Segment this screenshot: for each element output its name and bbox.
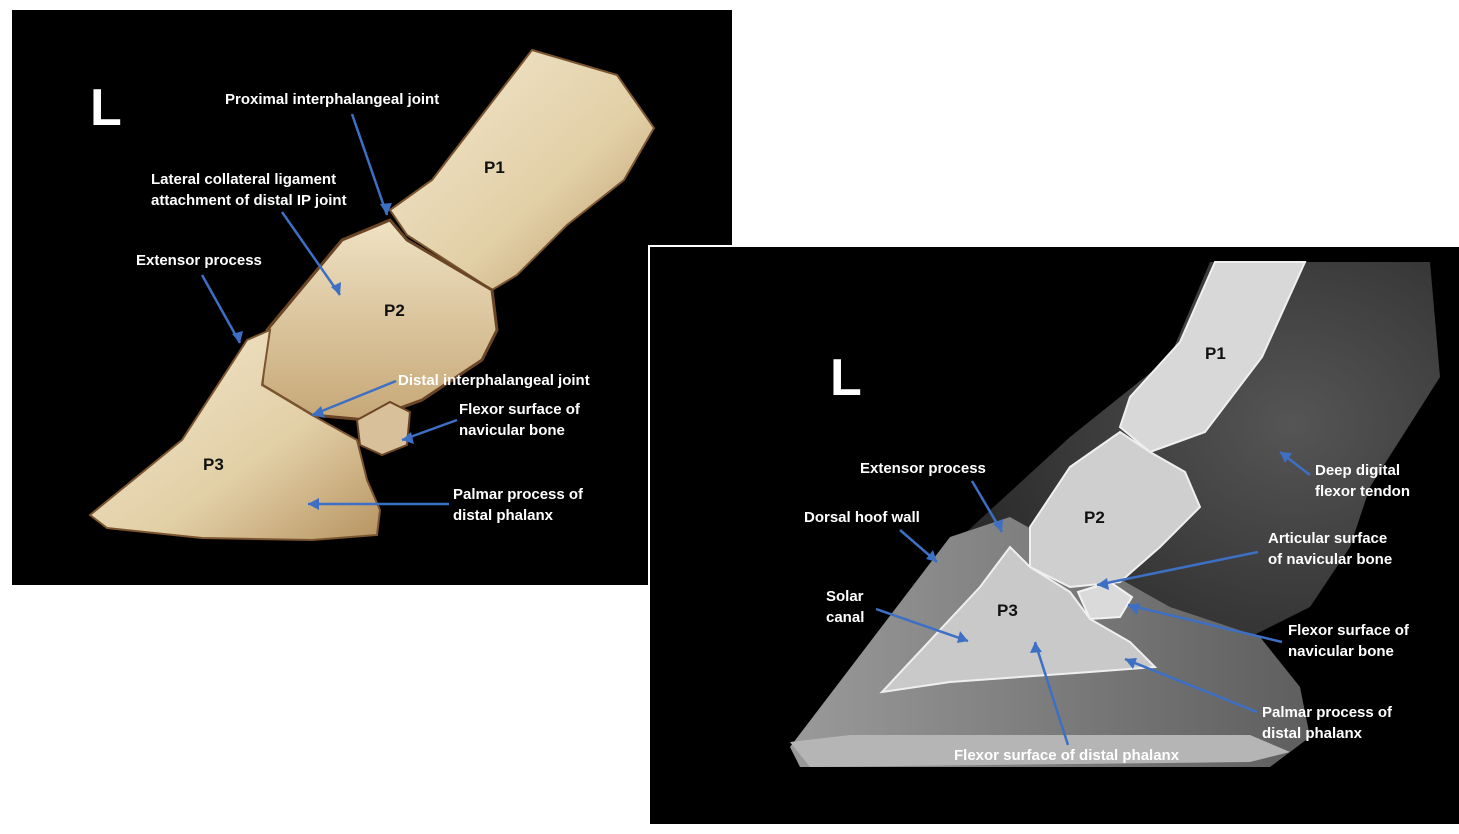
orientation-marker: L [830,349,862,407]
arrow-flexor-surface-navicular [1127,603,1283,644]
ct-bone-rendering [88,48,656,542]
label-solar-canal: Solar canal [826,588,865,626]
p2-radiograph-shape [1029,430,1202,589]
ct-arrowheads [232,203,414,510]
arrow-solar-canal [875,607,969,643]
label-extensor-process: Extensor process [860,460,986,477]
arrow-articular-surface-navicular [1096,550,1259,587]
bone-label-p1: P1 [484,158,505,177]
arrow-lateral-collateral [280,211,342,296]
arrow-distal-ip-joint [311,379,397,417]
bone-label-p3: P3 [997,601,1018,620]
p3-bone-shape [88,328,382,542]
ct-arrows [200,113,458,506]
label-flexor-surface-navicular: Flexor surface of navicular bone [459,401,580,439]
arrow-flexor-surface-distal-phalanx [1033,641,1070,746]
label-flexor-surface-distal-phalanx: Flexor surface of distal phalanx [954,747,1180,764]
label-extensor-process: Extensor process [136,252,262,269]
label-palmar-process: Palmar process of distal phalanx [1262,704,1393,742]
orientation-marker: L [90,79,122,137]
p3-radiograph-shape [879,545,1158,694]
bone-label-p1: P1 [1205,344,1226,363]
arrow-extensor-process [200,274,242,344]
ct-reconstruction-panel: L Proximal interphalangeal joint Lateral… [12,10,732,585]
radiograph-arrowheads [926,452,1292,669]
label-dorsal-hoof-wall: Dorsal hoof wall [804,509,920,526]
navicular-bone-shape [355,400,412,457]
label-deep-digital-flexor-tendon: Deep digital flexor tendon [1315,462,1411,500]
label-distal-ip-joint: Distal interphalangeal joint [398,372,590,389]
bone-label-p3: P3 [203,455,224,474]
label-lateral-collateral-ligament: Lateral collateral ligament attachment o… [151,171,347,209]
label-flexor-surface-navicular: Flexor surface of navicular bone [1288,622,1409,660]
p1-bone-shape [388,48,656,292]
sole-shape [790,735,1290,767]
label-articular-surface-navicular: Articular surface of navicular bone [1268,530,1393,568]
bone-label-p2: P2 [384,301,405,320]
radiograph-rendering [790,261,1440,767]
bone-label-p2: P2 [1084,508,1105,527]
radiograph-panel: L Extensor process Dorsal hoof wall Sola… [648,245,1459,824]
arrow-proximal-ip-joint [350,113,389,216]
arrow-palmar-process [1124,657,1258,714]
label-proximal-ip-joint: Proximal interphalangeal joint [225,91,440,108]
label-palmar-process: Palmar process of distal phalanx [453,486,584,524]
